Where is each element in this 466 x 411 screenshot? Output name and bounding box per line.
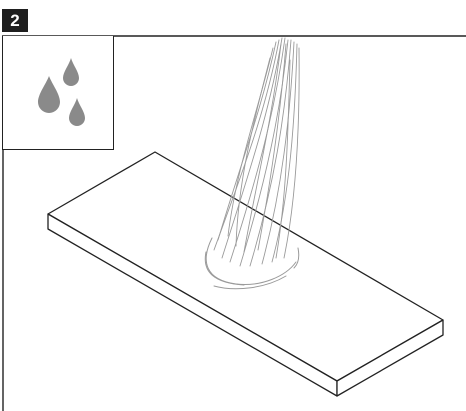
board bbox=[47, 151, 444, 397]
board-top-face bbox=[47, 151, 444, 382]
step-number-badge: 2 bbox=[2, 9, 28, 32]
water-stream bbox=[213, 37, 300, 267]
water-splash bbox=[204, 237, 300, 290]
large-drop-icon bbox=[38, 76, 60, 113]
upper-drop-icon bbox=[63, 58, 79, 86]
board-side-face bbox=[336, 319, 444, 397]
water-icon-box bbox=[2, 36, 114, 150]
lower-drop-icon bbox=[69, 98, 85, 126]
water-drops-icon bbox=[38, 58, 85, 126]
